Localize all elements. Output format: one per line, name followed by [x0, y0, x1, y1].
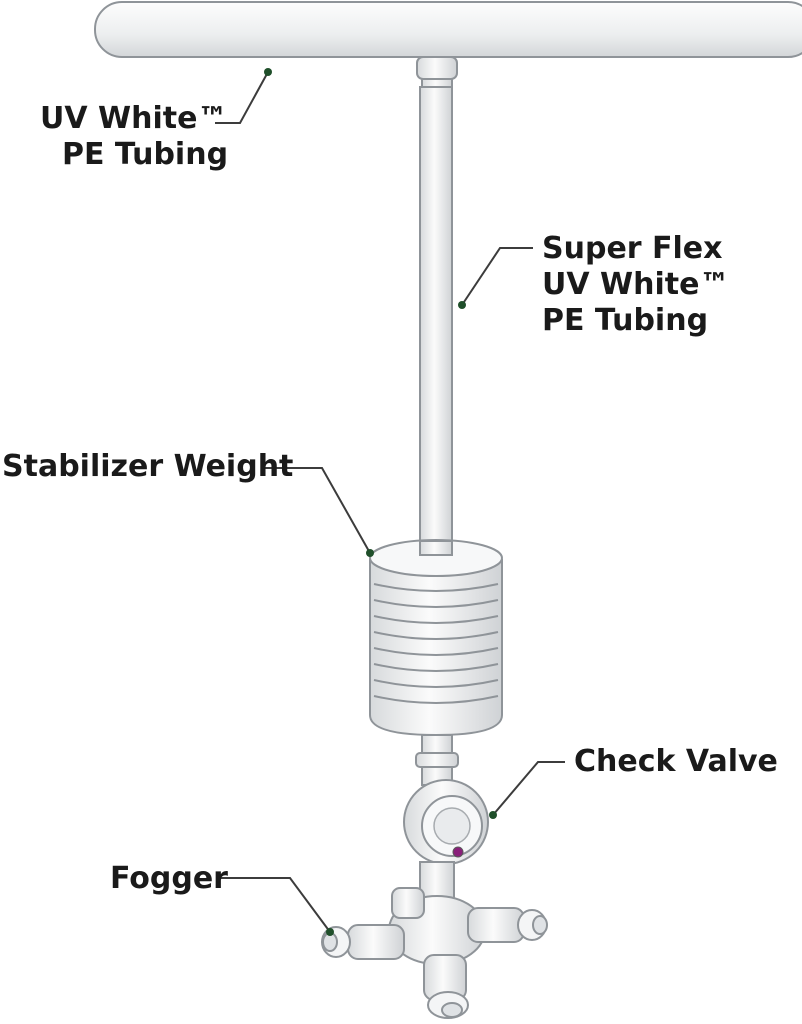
- fogger-nozzle-left: [321, 924, 405, 960]
- stabilizer-weight: [369, 539, 503, 737]
- label-stabilizer-weight: Stabilizer Weight: [2, 449, 293, 484]
- check-valve: [403, 779, 489, 865]
- tee-fitting: [416, 56, 458, 88]
- label-fogger: Fogger: [110, 861, 228, 896]
- fogger-nozzle-right: [467, 907, 548, 943]
- main-pe-tubing: [94, 1, 802, 58]
- label-super-flex-tubing: Super Flex UV White™ PE Tubing: [542, 231, 740, 338]
- leader-super-flex: [458, 247, 533, 309]
- fogger-nozzle-back: [391, 887, 425, 919]
- leader-tubing-top: [215, 68, 272, 124]
- label-uv-white-pe-tubing: UV White™ PE Tubing: [40, 101, 238, 172]
- leader-check-valve: [489, 761, 565, 819]
- valve-connector: [415, 734, 459, 786]
- stabilizer-weight-ribs: [373, 583, 499, 704]
- leader-stabilizer: [262, 467, 374, 557]
- fogger-nozzle-front: [423, 954, 469, 1019]
- label-check-valve: Check Valve: [574, 744, 778, 779]
- fogger: [321, 861, 548, 1019]
- valve-indicator-dot: [452, 846, 464, 858]
- leader-fogger: [220, 877, 334, 936]
- super-flex-tubing: [419, 86, 453, 548]
